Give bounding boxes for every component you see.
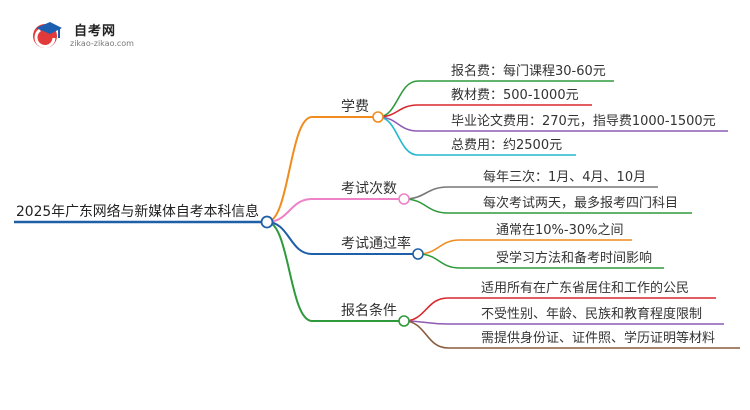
leaf-label: 每年三次：1月、4月、10月 [483,169,646,185]
leaf-connector [417,239,461,255]
branch-node [398,315,410,327]
leaf-connector [403,297,449,322]
root-node [260,215,274,229]
site-logo: 自考网 zikao-zikao.com [30,18,140,52]
leaf-label: 需提供身份证、证件照、学历证明等材料 [481,330,715,346]
branch-1: 学费 报名费：每门课程30-60元教材费：500-1000元毕业论文费用：270元… [266,63,728,223]
graduation-cap-icon [33,22,62,48]
logo-url: zikao-zikao.com [70,39,134,48]
branch-label: 考试通过率 [341,235,411,252]
branch-node [372,111,384,123]
branch-node [412,248,424,260]
leaf-label: 总费用：约2500元 [451,138,562,153]
leaf-connector [417,253,461,269]
root-topic: 2025年广东网络与新媒体自考本科信息 [14,203,274,229]
leaf-label: 不受性别、年龄、民族和教育程度限制 [481,306,702,322]
root-label: 2025年广东网络与新媒体自考本科信息 [16,203,259,220]
leaf-connector [403,186,449,200]
leaf-connector [403,198,449,214]
leaf-label: 报名费：每门课程30-60元 [451,63,606,79]
branch-connector [266,221,313,322]
leaf-label: 每次考试两天，最多报考四门科目 [483,195,678,211]
branch-connector [266,116,313,223]
leaf-label: 通常在10%-30%之间 [496,223,623,238]
leaf-label: 受学习方法和备考时间影响 [496,250,652,266]
leaf-label: 毕业论文费用：270元，指导费1000-1500元 [451,114,716,129]
leaf-label: 教材费：500-1000元 [451,87,579,103]
branch-node [398,193,410,205]
branch-label: 学费 [341,99,369,115]
logo-name: 自考网 [74,24,117,39]
leaf-connector [377,116,419,156]
branch-label: 报名条件 [341,302,397,319]
leaf-connector [403,320,449,349]
branch-4: 报名条件 适用所有在广东省居住和工作的公民不受性别、年龄、民族和教育程度限制需提供… [266,221,740,349]
leaf-label: 适用所有在广东省居住和工作的公民 [481,280,689,296]
branch-label: 考试次数 [341,181,397,197]
